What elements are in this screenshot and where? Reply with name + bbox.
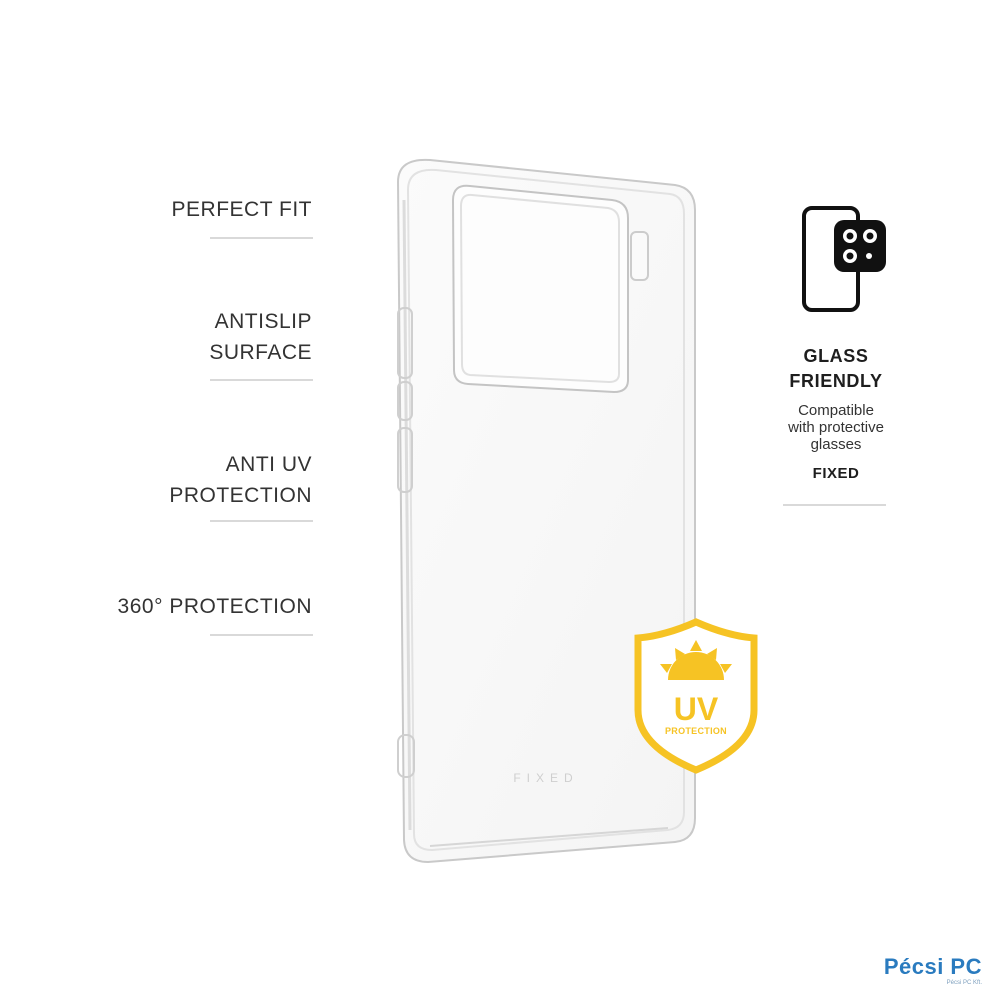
feature-anti-uv-protection: ANTI UV PROTECTION — [52, 449, 312, 511]
feature-antislip-surface: ANTISLIP SURFACE — [52, 306, 312, 368]
divider — [210, 634, 313, 636]
feature-label: PERFECT FIT — [171, 198, 312, 221]
feature-label: ANTISLIP — [214, 310, 312, 333]
watermark-subtext: Pécsi PC Kft. — [946, 980, 982, 986]
phone-camera-glass-icon — [802, 206, 886, 312]
glass-description-line: glasses — [810, 436, 862, 453]
uv-badge-big-text: UV — [674, 691, 719, 727]
glass-description-line: Compatible — [798, 402, 874, 419]
feature-label: SURFACE — [209, 341, 312, 364]
glass-title-line: FRIENDLY — [789, 371, 883, 391]
case-logo: FIXED — [513, 771, 578, 785]
divider — [783, 504, 886, 506]
camera-cutout — [451, 184, 649, 394]
watermark-text: Pécsi PC — [883, 954, 982, 979]
glass-friendly-block: GLASS FRIENDLY Compatible with protectiv… — [770, 344, 902, 482]
feature-label: ANTI UV — [225, 453, 312, 476]
divider — [210, 237, 313, 239]
feature-label: PROTECTION — [169, 484, 312, 507]
divider — [210, 520, 313, 522]
glass-description-line: with protective — [788, 419, 884, 436]
glass-title-line: GLASS — [803, 346, 869, 366]
store-watermark: Pécsi PC Pécsi PC Kft. — [884, 954, 982, 986]
side-buttons — [397, 307, 415, 778]
feature-label: 360° PROTECTION — [117, 595, 312, 618]
feature-360-protection: 360° PROTECTION — [52, 591, 312, 622]
feature-perfect-fit: PERFECT FIT — [52, 194, 312, 225]
brand-label: FIXED — [812, 465, 860, 482]
uv-protection-badge: UV PROTECTION — [634, 618, 758, 774]
uv-badge-small-text: PROTECTION — [665, 726, 727, 736]
divider — [210, 379, 313, 381]
sun-icon — [660, 640, 732, 680]
